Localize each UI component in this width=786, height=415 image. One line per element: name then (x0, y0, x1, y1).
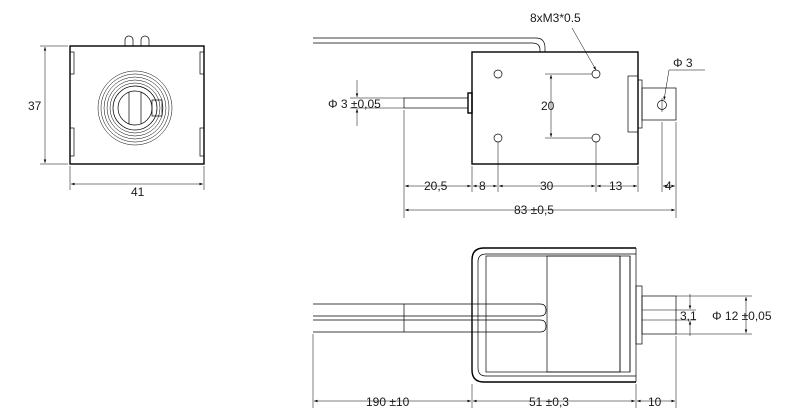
pin-dia-label: Φ 3 (673, 56, 693, 70)
dim-boss-dia: Φ 12 ±0,05 (676, 295, 772, 335)
front-body-outline (69, 45, 205, 165)
front-slot-tl (69, 51, 75, 75)
lead-len-label: 190 ±10 (366, 395, 410, 409)
dim-bottom-chain: 190 ±10 51 ±0,3 10 (314, 395, 675, 409)
front-slot-tr (199, 51, 205, 75)
dim-shaft-dia: 3,1 (676, 294, 697, 336)
dim-front-width: 41 (69, 166, 205, 199)
plunger-core (117, 90, 163, 126)
front-view: 37 41 (28, 35, 205, 199)
side-boss (641, 87, 677, 121)
front-lead-right (140, 35, 150, 46)
dim-pin-dia: Φ 3 (663, 56, 705, 101)
top-coil-region (485, 255, 631, 373)
thread-spec-label: 8xM3*0.5 (530, 11, 581, 25)
front-slot-bl (69, 127, 75, 157)
overall-len-label: 83 ±0,5 (514, 203, 554, 217)
top-boss (641, 295, 677, 335)
top-core (546, 255, 621, 373)
hole-spacing-label: 20 (541, 99, 555, 113)
front-width-label: 41 (131, 185, 145, 199)
top-extension-lines (312, 334, 677, 408)
top-frame-inner (477, 253, 636, 377)
shaft-dia-label: 3,1 (680, 309, 697, 323)
seg-a-label: 20,5 (424, 179, 448, 193)
side-lead-top (313, 37, 546, 52)
top-view: 3,1 Φ 12 ±0,05 190 ±10 51 ±0,3 10 (312, 247, 772, 409)
seg-e-label: 4 (665, 179, 672, 193)
top-lead-lower (313, 319, 547, 333)
dim-hole-spacing: 20 (541, 73, 592, 139)
side-plunger-flange (467, 92, 473, 114)
boss-dia-label: Φ 12 ±0,05 (712, 309, 772, 323)
front-lead-left (124, 35, 134, 46)
seg-d-label: 13 (609, 179, 623, 193)
dim-plunger-dia: Φ 3 ±0,05 (328, 80, 404, 126)
dim-overall-length: 83 ±0,5 (405, 203, 675, 217)
front-height-label: 37 (28, 99, 42, 113)
side-view: 20 8xM3*0.5 Φ 3 Φ 3 ±0,05 (313, 11, 705, 218)
dim-chain: 20,5 8 30 13 4 (405, 179, 675, 193)
top-frame-outer (471, 247, 636, 383)
side-endcap (627, 75, 639, 133)
top-lead-upper (313, 303, 547, 317)
dim-front-height: 37 (28, 45, 68, 165)
seg-c-label: 30 (540, 179, 554, 193)
front-slot-br (199, 127, 205, 157)
seg-b-label: 8 (479, 179, 486, 193)
top-boss-flange (635, 285, 643, 345)
coil-rings (97, 70, 173, 146)
side-extension-lines (403, 110, 677, 218)
side-body-outline (471, 51, 639, 165)
boss-len-label: 10 (648, 395, 662, 409)
thread-callout: 8xM3*0.5 (530, 11, 597, 71)
body-len-label: 51 ±0,3 (529, 395, 569, 409)
side-plunger (403, 97, 469, 109)
plunger-dia-label: Φ 3 ±0,05 (328, 97, 381, 111)
side-lead-bottom (313, 42, 541, 52)
